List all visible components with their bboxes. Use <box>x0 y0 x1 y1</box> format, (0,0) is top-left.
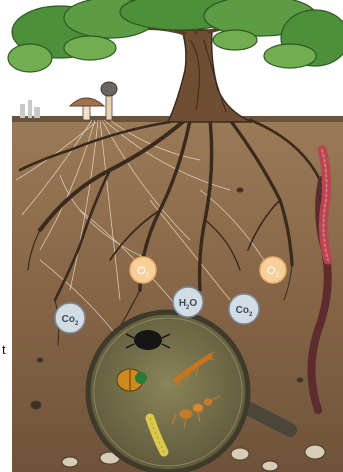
o2-bubble-right: O2 <box>260 257 286 283</box>
co2-bubble-right: Co2 <box>229 294 259 324</box>
h2o-bubble: H2O <box>173 287 203 317</box>
o2-bubble-left: O2 <box>130 257 156 283</box>
co2-bubble-left: Co2 <box>55 303 85 333</box>
left-margin <box>0 118 12 472</box>
edge-text-fragment: t <box>2 342 6 357</box>
